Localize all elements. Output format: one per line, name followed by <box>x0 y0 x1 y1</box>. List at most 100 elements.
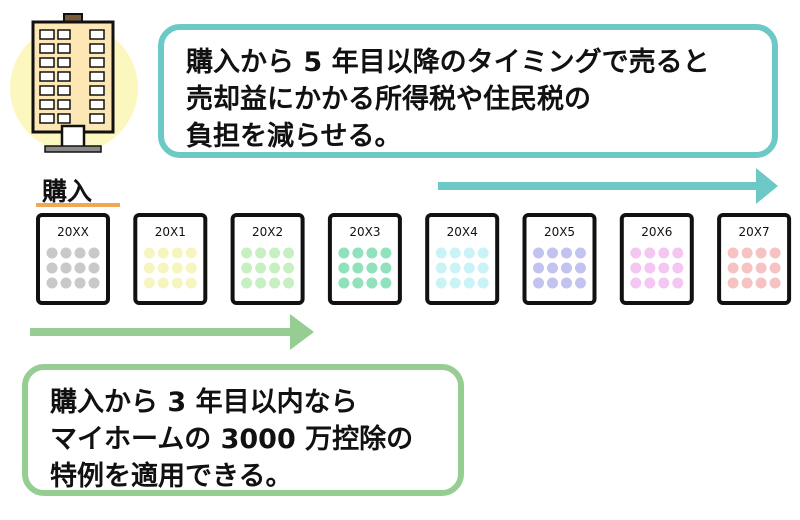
calendar-day-dot <box>755 277 767 289</box>
calendar-day-dot <box>269 262 281 274</box>
callout-bottom-line-2: マイホームの 3000 万控除の <box>50 424 414 455</box>
building-window <box>39 99 55 110</box>
calendar-day-dot <box>463 262 475 274</box>
calendar-day-dot <box>630 277 642 289</box>
calendar-day-dot <box>60 247 72 259</box>
calendar-day-dot <box>630 247 642 259</box>
calendar-day-dot <box>644 262 656 274</box>
building-window <box>89 99 105 110</box>
calendar-day-dot <box>269 277 281 289</box>
calendar-day-dot <box>255 262 267 274</box>
calendar-day-dot <box>338 277 350 289</box>
callout-bottom-line-1: 購入から 3 年目以内なら <box>50 387 358 418</box>
building-window <box>57 99 71 110</box>
calendar-day-dot <box>741 262 753 274</box>
calendar-day-dot <box>769 277 781 289</box>
building-window <box>89 113 105 124</box>
building-window <box>89 57 105 68</box>
calendar-day-dot <box>533 277 544 289</box>
calendar-day-dot <box>547 277 558 289</box>
calendar-day-dot <box>60 277 72 289</box>
building-window <box>39 43 55 54</box>
calendar-year-label: 20X2 <box>252 225 283 239</box>
callout-bottom-line-3: 特例を適用できる。 <box>50 461 293 492</box>
calendar-day-dot <box>352 247 364 259</box>
calendar-day-dot <box>283 247 295 259</box>
purchase-underline <box>36 203 120 207</box>
calendar-day-dot <box>143 247 155 259</box>
calendar-day-dot <box>380 247 392 259</box>
calendar-day-dot <box>74 247 86 259</box>
calendar-day-dot <box>88 247 100 259</box>
calendar-day-dot <box>46 247 58 259</box>
calendar-day-dot <box>143 262 155 274</box>
building-window <box>57 57 71 68</box>
building-window <box>39 57 55 68</box>
calendar-year-label: 20X7 <box>739 225 770 239</box>
calendar-day-dot <box>477 277 489 289</box>
callout-top-line-1: 購入から 5 年目以降のタイミングで売ると <box>186 47 710 78</box>
calendar-day-dot <box>449 247 461 259</box>
calendar-day-dot <box>658 277 670 289</box>
calendar-20x5: 20X5 <box>522 213 597 305</box>
calendar-day-dot <box>157 247 169 259</box>
calendar-day-dot <box>171 277 183 289</box>
calendar-day-dot <box>157 262 169 274</box>
calendar-day-dot <box>60 262 72 274</box>
calendar-day-dot <box>533 262 544 274</box>
calendar-day-dot <box>769 247 781 259</box>
building-window <box>57 43 71 54</box>
calendar-day-dot <box>435 247 447 259</box>
building-window <box>57 71 71 82</box>
building-window <box>89 71 105 82</box>
calendar-20x1: 20X1 <box>133 213 208 305</box>
calendar-day-dot <box>755 262 767 274</box>
calendar-day-dot <box>366 262 378 274</box>
calendar-day-dot <box>575 262 586 274</box>
calendar-day-dot <box>755 247 767 259</box>
calendar-day-dot <box>283 277 295 289</box>
calendar-day-dot <box>741 277 753 289</box>
callout-top-line-3: 負担を減らせる。 <box>186 121 402 152</box>
arrow-5-years-after <box>438 168 778 204</box>
calendar-day-dot <box>171 247 183 259</box>
building-window <box>39 29 55 40</box>
calendar-20x2: 20X2 <box>230 213 305 305</box>
calendar-day-dot <box>88 277 100 289</box>
calendar-day-dot <box>727 247 739 259</box>
building-window <box>57 85 71 96</box>
calendar-day-dot <box>185 262 197 274</box>
calendar-day-dot <box>283 262 295 274</box>
calendar-day-dot <box>241 247 253 259</box>
calendar-day-dot <box>727 262 739 274</box>
calendar-day-dot <box>672 262 684 274</box>
calendar-year-label: 20X1 <box>155 225 186 239</box>
calendar-day-dot <box>533 247 544 259</box>
calendar-20x7: 20X7 <box>717 213 792 305</box>
calendar-day-dot <box>435 262 447 274</box>
callout-top-line-2: 売却益にかかる所得税や住民税の <box>186 84 591 115</box>
calendar-year-label: 20X4 <box>447 225 478 239</box>
calendar-day-dot <box>380 277 392 289</box>
calendar-day-dot <box>463 247 475 259</box>
calendar-day-dot <box>741 247 753 259</box>
calendar-day-dot <box>241 277 253 289</box>
calendar-day-dot <box>561 247 572 259</box>
building-window <box>39 71 55 82</box>
calendar-year-label: 20X5 <box>544 225 575 239</box>
calendar-day-dot <box>143 277 155 289</box>
calendar-day-dot <box>352 262 364 274</box>
calendar-year-label: 20X6 <box>641 225 672 239</box>
callout-within-3-years: 購入から 3 年目以内なら マイホームの 3000 万控除の 特例を適用できる。 <box>22 364 464 496</box>
calendar-day-dot <box>575 247 586 259</box>
building-window <box>89 43 105 54</box>
calendar-day-dot <box>672 277 684 289</box>
calendar-day-dot <box>46 262 58 274</box>
calendar-day-dot <box>477 247 489 259</box>
building-window <box>89 85 105 96</box>
calendar-day-dot <box>547 262 558 274</box>
calendar-day-dot <box>630 262 642 274</box>
calendar-day-dot <box>449 262 461 274</box>
